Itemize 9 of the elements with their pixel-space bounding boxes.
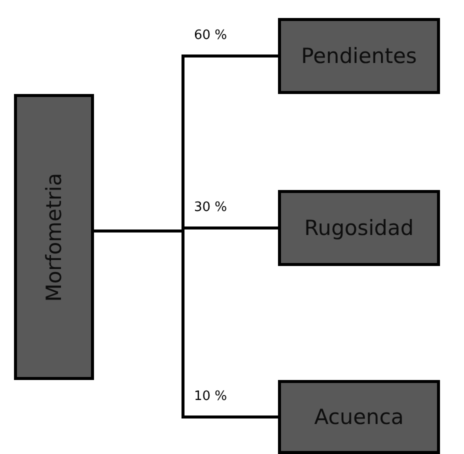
process-box — [278, 190, 440, 266]
node-label: Acuenca — [314, 405, 404, 429]
process-box — [14, 94, 94, 380]
process-box — [278, 18, 440, 94]
connector-line — [94, 230, 278, 418]
node-label: Pendientes — [301, 44, 417, 68]
node-label: Rugosidad — [304, 216, 414, 240]
node-label: Morfometria — [42, 172, 66, 302]
process-box — [278, 380, 440, 454]
